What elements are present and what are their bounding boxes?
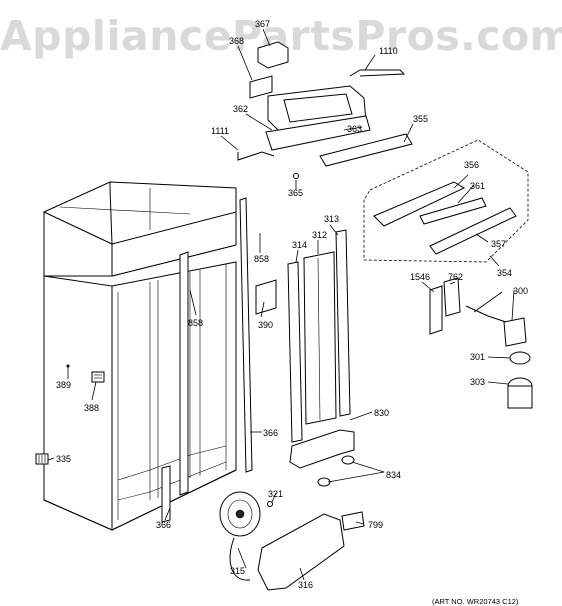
callout-303: 303 <box>470 377 485 387</box>
light-housing-356-drawing <box>373 181 466 227</box>
callout-354: 354 <box>497 268 512 278</box>
callout-321: 321 <box>268 489 283 499</box>
callout-1110: 1110 <box>379 46 398 56</box>
callout-858-lower: 858 <box>188 318 203 328</box>
callout-316: 316 <box>298 580 313 590</box>
callout-labels: 367 368 1110 362 363 355 1111 365 356 36… <box>56 19 528 590</box>
knob-drawings <box>317 455 355 487</box>
callout-355: 355 <box>413 114 428 124</box>
callout-762: 762 <box>448 272 463 282</box>
right-side-part-drawings <box>429 277 533 409</box>
light-housing-361-drawing <box>419 197 487 225</box>
callout-390: 390 <box>258 320 273 330</box>
callout-799: 799 <box>368 520 383 530</box>
callout-314: 314 <box>292 240 307 250</box>
callout-300: 300 <box>513 286 528 296</box>
callout-365: 365 <box>288 188 303 198</box>
callout-356: 356 <box>464 160 479 170</box>
fan-motor-drawing <box>219 491 273 581</box>
callout-366-upper: 366 <box>263 428 278 438</box>
part-799-drawing <box>341 511 365 531</box>
callout-1546: 1546 <box>410 272 430 282</box>
callout-301: 301 <box>470 352 485 362</box>
bracket-830-drawing <box>289 429 355 469</box>
gasket-strip-drawing <box>239 197 253 473</box>
channel-drawings <box>287 229 351 443</box>
callout-313: 313 <box>324 214 339 224</box>
cabinet-case-drawing <box>35 181 237 531</box>
callout-858-upper: 858 <box>254 254 269 264</box>
top-assembly-drawings <box>237 41 413 179</box>
callout-315: 315 <box>230 566 245 576</box>
callout-368: 368 <box>229 36 244 46</box>
callout-312: 312 <box>312 230 327 240</box>
callout-363: 363 <box>347 124 362 134</box>
callout-389: 389 <box>56 380 71 390</box>
callout-357: 357 <box>491 239 506 249</box>
callout-335: 335 <box>56 454 71 464</box>
callout-1111: 1111 <box>211 126 229 136</box>
callout-830: 830 <box>374 408 389 418</box>
cover-pan-316-drawing <box>257 513 345 591</box>
leader-lines <box>47 28 515 581</box>
callout-366-lower: 366 <box>156 520 171 530</box>
light-panel-357-drawing <box>429 207 517 255</box>
callout-362: 362 <box>233 104 248 114</box>
callout-361: 361 <box>470 181 485 191</box>
art-number: (ART NO. WR20743 C12) <box>432 597 519 606</box>
assembly-354-outline <box>363 139 529 263</box>
callout-388: 388 <box>84 403 99 413</box>
callout-367: 367 <box>255 19 270 29</box>
bracket-plate-drawing <box>255 279 277 315</box>
callout-834: 834 <box>386 470 401 480</box>
